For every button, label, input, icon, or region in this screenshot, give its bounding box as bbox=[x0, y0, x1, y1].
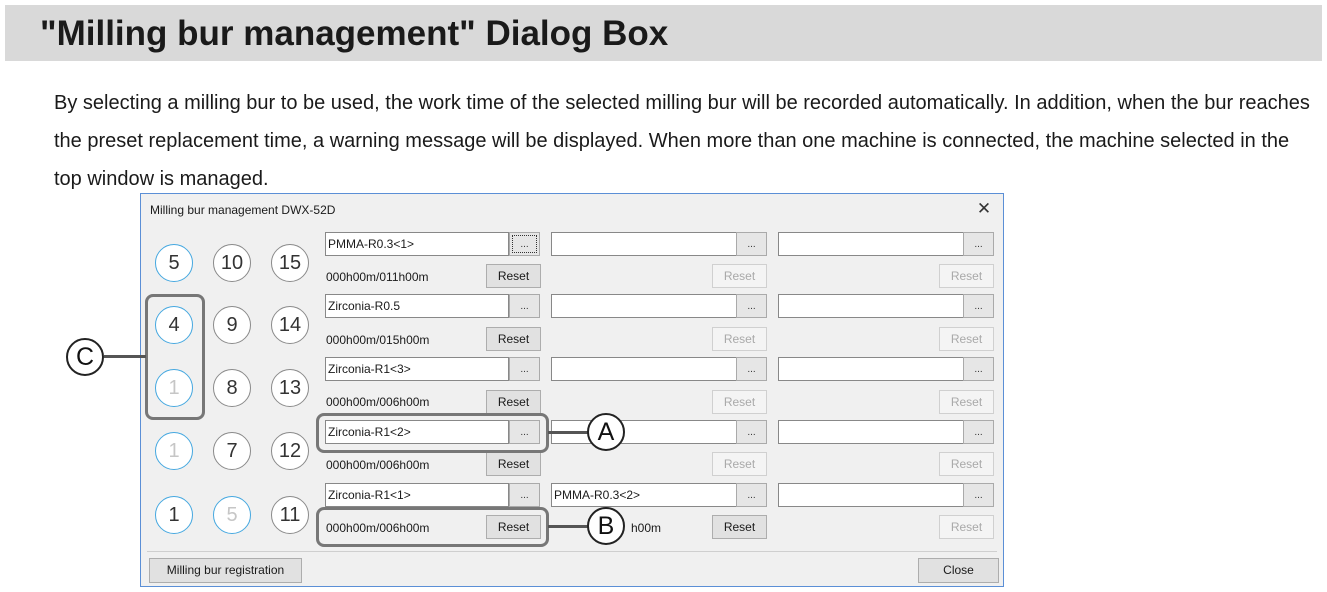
divider bbox=[147, 551, 997, 552]
reset-button[interactable]: Reset bbox=[486, 452, 541, 476]
bur-select-button[interactable]: ... bbox=[736, 420, 767, 444]
close-icon[interactable]: ✕ bbox=[976, 199, 992, 218]
reset-button: Reset bbox=[939, 327, 994, 351]
tool-position-7[interactable]: 7 bbox=[213, 432, 251, 470]
callout-c-leader bbox=[104, 355, 146, 358]
tool-position-12[interactable]: 12 bbox=[271, 432, 309, 470]
bur-select-button[interactable]: ... bbox=[736, 357, 767, 381]
tool-position-6[interactable]: 5 bbox=[213, 496, 251, 534]
reset-button[interactable]: Reset bbox=[486, 327, 541, 351]
tool-position-15[interactable]: 15 bbox=[271, 244, 309, 282]
work-time: 000h00m/011h00m bbox=[326, 270, 429, 284]
bur-field[interactable] bbox=[551, 357, 737, 381]
reset-button[interactable]: Reset bbox=[486, 390, 541, 414]
tool-position-5[interactable]: 5 bbox=[155, 244, 193, 282]
reset-button[interactable]: Reset bbox=[712, 515, 767, 539]
bur-field[interactable]: Zirconia-R0.5 bbox=[325, 294, 509, 318]
bur-select-button[interactable]: ... bbox=[736, 294, 767, 318]
reset-button: Reset bbox=[939, 264, 994, 288]
reset-button: Reset bbox=[712, 327, 767, 351]
reset-button[interactable]: Reset bbox=[486, 264, 541, 288]
reset-button: Reset bbox=[712, 452, 767, 476]
callout-b-highlight bbox=[316, 507, 549, 547]
work-time: 000h00m/015h00m bbox=[326, 333, 430, 347]
tool-position-8[interactable]: 8 bbox=[213, 369, 251, 407]
bur-select-button[interactable]: ... bbox=[736, 232, 767, 256]
bur-field[interactable] bbox=[551, 232, 737, 256]
tool-position-10[interactable]: 10 bbox=[213, 244, 251, 282]
bur-select-button[interactable]: ... bbox=[509, 420, 540, 444]
reset-button: Reset bbox=[939, 515, 994, 539]
bur-select-button[interactable]: ... bbox=[963, 420, 994, 444]
reset-button: Reset bbox=[712, 264, 767, 288]
bur-select-button[interactable]: ... bbox=[963, 232, 994, 256]
page-title: "Milling bur management" Dialog Box bbox=[40, 14, 669, 53]
reset-button[interactable]: Reset bbox=[486, 515, 541, 539]
bur-field[interactable] bbox=[778, 483, 964, 507]
bur-field[interactable]: Zirconia-R1<2> bbox=[325, 420, 509, 444]
tool-position-13[interactable]: 13 bbox=[271, 369, 309, 407]
tool-position-1[interactable]: 1 bbox=[155, 496, 193, 534]
bur-select-button[interactable]: ... bbox=[736, 483, 767, 507]
milling-bur-dialog: Milling bur management DWX-52D ✕ 5 10 15… bbox=[140, 193, 1004, 587]
tool-position-9[interactable]: 9 bbox=[213, 306, 251, 344]
callout-b-leader bbox=[548, 525, 588, 528]
bur-field[interactable]: PMMA-R0.3<1> bbox=[325, 232, 509, 256]
tool-position-3[interactable]: 1 bbox=[155, 369, 193, 407]
callout-a-leader bbox=[548, 431, 588, 434]
work-time: 000h00m/006h00m bbox=[326, 521, 430, 535]
bur-field[interactable]: Zirconia-R1<3> bbox=[325, 357, 509, 381]
reset-button: Reset bbox=[712, 390, 767, 414]
callout-c-marker: C bbox=[66, 338, 104, 376]
bur-select-button[interactable]: ... bbox=[509, 483, 540, 507]
heading-bar: "Milling bur management" Dialog Box bbox=[5, 5, 1322, 61]
bur-field[interactable]: PMMA-R0.3<2> bbox=[551, 483, 737, 507]
bur-field[interactable] bbox=[778, 294, 964, 318]
bur-registration-button[interactable]: Milling bur registration bbox=[149, 558, 302, 583]
bur-field[interactable] bbox=[551, 294, 737, 318]
tool-position-4[interactable]: 4 bbox=[155, 306, 193, 344]
bur-select-button[interactable]: ... bbox=[963, 294, 994, 318]
bur-select-button[interactable]: ... bbox=[509, 357, 540, 381]
callout-c-highlight bbox=[145, 294, 205, 420]
bur-field[interactable]: Zirconia-R1<1> bbox=[325, 483, 509, 507]
work-time: h00m bbox=[631, 521, 662, 535]
bur-field[interactable] bbox=[778, 232, 964, 256]
callout-b-marker: B bbox=[587, 507, 625, 545]
reset-button: Reset bbox=[939, 452, 994, 476]
tool-position-11[interactable]: 11 bbox=[271, 496, 309, 534]
dialog-title: Milling bur management DWX-52D bbox=[150, 203, 336, 217]
bur-select-button[interactable]: ... bbox=[509, 232, 540, 256]
tool-position-14[interactable]: 14 bbox=[271, 306, 309, 344]
tool-position-2[interactable]: 1 bbox=[155, 432, 193, 470]
work-time: 000h00m/006h00m bbox=[326, 458, 430, 472]
bur-select-button[interactable]: ... bbox=[963, 357, 994, 381]
callout-a-marker: A bbox=[587, 413, 625, 451]
work-time: 000h00m/006h00m bbox=[326, 395, 430, 409]
bur-field[interactable] bbox=[778, 420, 964, 444]
reset-button: Reset bbox=[939, 390, 994, 414]
bur-field[interactable] bbox=[778, 357, 964, 381]
close-button[interactable]: Close bbox=[918, 558, 999, 583]
bur-select-button[interactable]: ... bbox=[509, 294, 540, 318]
intro-paragraph: By selecting a milling bur to be used, t… bbox=[54, 92, 1310, 190]
bur-select-button[interactable]: ... bbox=[963, 483, 994, 507]
callout-a-highlight bbox=[316, 413, 549, 453]
